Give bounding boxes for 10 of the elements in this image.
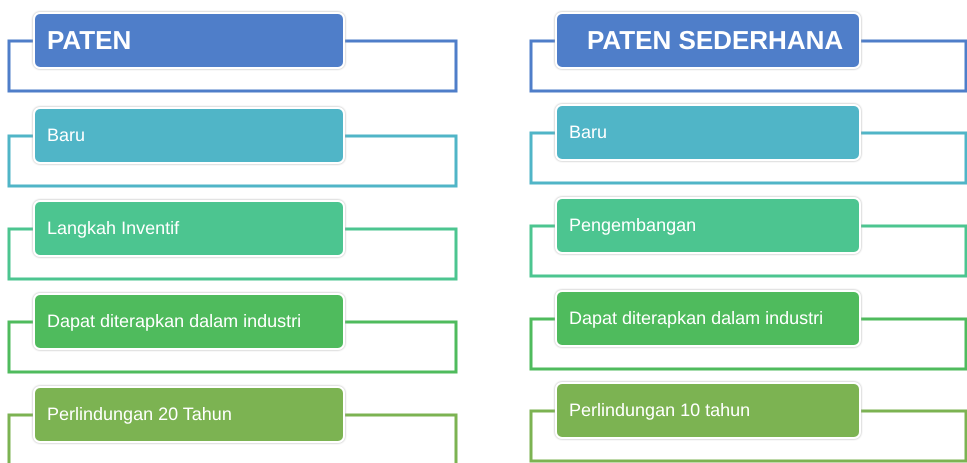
criteria-box: Pengembangan xyxy=(555,197,861,254)
criteria-box: Baru xyxy=(33,107,345,164)
criteria-box: Perlindungan 10 tahun xyxy=(555,382,861,439)
criteria-box: Langkah Inventif xyxy=(33,200,345,257)
header-box: PATEN xyxy=(33,12,345,69)
criteria-box: Perlindungan 20 Tahun xyxy=(33,386,345,443)
criteria-box: Baru xyxy=(555,104,861,161)
criteria-box: Dapat diterapkan dalam industri xyxy=(555,290,861,347)
header-box: PATEN SEDERHANA xyxy=(555,12,861,69)
criteria-box: Dapat diterapkan dalam industri xyxy=(33,293,345,350)
